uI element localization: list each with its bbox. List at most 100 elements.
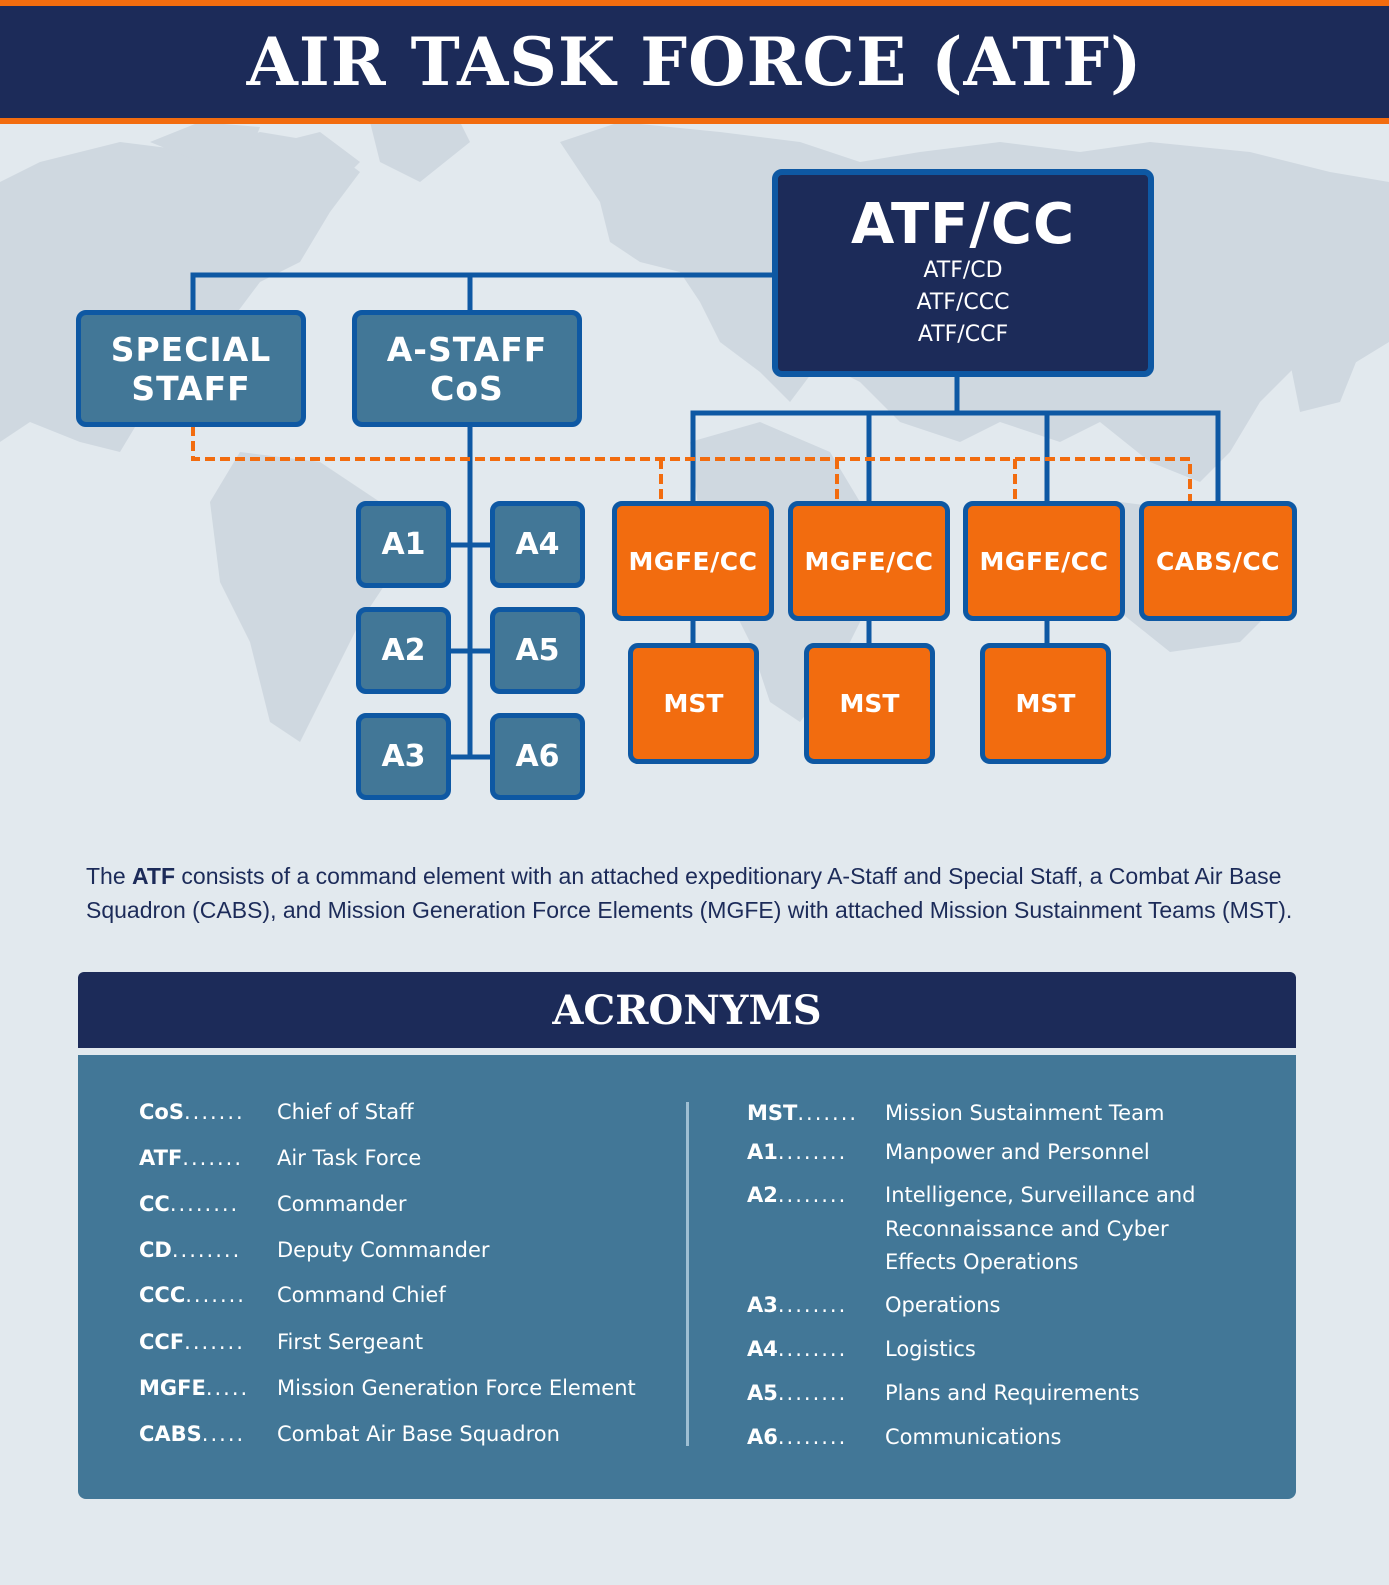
acronym-term: CCC: [139, 1283, 186, 1307]
acronym-definition: Combat Air Base Squadron: [277, 1422, 560, 1446]
mst-label: MST: [663, 689, 724, 718]
a3-box: A3: [356, 713, 451, 800]
acronym-row: A3........Operations: [747, 1289, 1000, 1322]
special-staff-box: SPECIAL STAFF: [76, 310, 306, 427]
acronyms-title: ACRONYMS: [552, 986, 822, 1034]
a-staff-box: A-STAFF CoS: [352, 310, 582, 427]
special-staff-line1: SPECIAL: [110, 329, 272, 369]
acronym-row: A5........ Plans and Requirements: [747, 1377, 1139, 1410]
acronym-definition: Logistics: [885, 1337, 976, 1361]
acronym-term: A6: [747, 1425, 778, 1449]
acronym-definition: Mission Generation Force Element: [277, 1376, 636, 1400]
acronym-term: CD: [139, 1238, 172, 1262]
commander-sub-cd: ATF/CD: [923, 258, 1003, 283]
acronym-row: CC........ Commander: [139, 1188, 407, 1221]
a-staff-line2: CoS: [430, 368, 504, 408]
a4-label: A4: [515, 527, 560, 562]
summary-text: consists of a command element with an at…: [86, 863, 1293, 923]
cabs-cc-box: CABS/CC: [1139, 501, 1297, 621]
acronym-term: CCF: [139, 1330, 185, 1354]
acronym-definition: Deputy Commander: [277, 1238, 490, 1262]
acronym-definition: Air Task Force: [277, 1146, 422, 1170]
acronym-dots: ........: [171, 1238, 242, 1262]
acronym-row: CCF....... First Sergeant: [139, 1326, 423, 1359]
acronym-dots: ........: [777, 1381, 848, 1405]
acronym-definition: Mission Sustainment Team: [885, 1101, 1165, 1125]
acronym-dots: ........: [777, 1337, 848, 1361]
a2-label: A2: [381, 633, 426, 668]
acronym-term: A1: [747, 1140, 778, 1164]
acronym-row: ATF....... Air Task Force: [139, 1142, 421, 1175]
acronym-dots: .......: [185, 1283, 246, 1307]
acronym-dots: ........: [777, 1183, 848, 1207]
acronym-row-continued: Reconnaissance and Cyber: [885, 1213, 1169, 1246]
acronym-row: A4........ Logistics: [747, 1333, 976, 1366]
page-header: AIR TASK FORCE (ATF): [0, 6, 1389, 124]
acronym-term: A5: [747, 1381, 778, 1405]
a1-label: A1: [381, 527, 426, 562]
mst-box-2: MST: [804, 643, 935, 764]
acronym-term: MST: [747, 1101, 798, 1125]
acronym-row: MGFE ..... Mission Generation Force Eleme…: [139, 1372, 636, 1405]
org-connectors: [190, 272, 1221, 760]
acronym-definition: Communications: [885, 1425, 1062, 1449]
acronyms-header: ACRONYMS: [78, 972, 1296, 1048]
atf-summary: The ATF consists of a command element wi…: [86, 859, 1306, 927]
a-staff-line1: A-STAFF: [386, 329, 548, 369]
acronym-row-continued: Effects Operations: [885, 1246, 1079, 1279]
mgfe-label: MGFE/CC: [628, 546, 758, 576]
acronym-row: A6........ Communications: [747, 1421, 1061, 1454]
acronym-definition: Command Chief: [277, 1283, 446, 1307]
atf-commander-box: ATF/CC ATF/CD ATF/CCC ATF/CCF: [772, 169, 1154, 377]
acronym-dots: .....: [205, 1376, 250, 1400]
acronym-dots: ........: [777, 1425, 848, 1449]
acronym-dots: .......: [183, 1100, 245, 1124]
mgfe-cc-box-2: MGFE/CC: [788, 501, 950, 621]
mst-box-3: MST: [980, 643, 1111, 764]
acronym-dots: ........: [777, 1293, 848, 1317]
acronym-definition: Intelligence, Surveillance and: [885, 1183, 1196, 1207]
acronym-term: ATF: [139, 1146, 183, 1170]
acronym-dots: .......: [184, 1330, 245, 1354]
acronym-definition: Effects Operations: [885, 1250, 1079, 1274]
acronym-row: CoS.......Chief of Staff: [139, 1096, 414, 1129]
acronym-dots: .....: [201, 1422, 246, 1446]
acronym-dots: .......: [797, 1101, 859, 1125]
commander-sub-ccc: ATF/CCC: [916, 290, 1010, 315]
acronym-row: MST....... Mission Sustainment Team: [747, 1097, 1164, 1130]
acronym-term: CABS: [139, 1422, 202, 1446]
acronym-definition: Operations: [885, 1293, 1001, 1317]
acronyms-divider: [686, 1102, 689, 1446]
acronym-definition: Chief of Staff: [277, 1100, 414, 1124]
acronym-row: CD........ Deputy Commander: [139, 1234, 490, 1267]
acronym-definition: First Sergeant: [277, 1330, 424, 1354]
a5-box: A5: [490, 607, 585, 694]
commander-sub-ccf: ATF/CCF: [917, 322, 1009, 347]
commander-title: ATF/CC: [850, 192, 1076, 257]
a2-box: A2: [356, 607, 451, 694]
a1-box: A1: [356, 501, 451, 588]
acronym-dots: ........: [777, 1140, 848, 1164]
mst-label: MST: [1015, 689, 1076, 718]
mst-box-1: MST: [628, 643, 759, 764]
acronym-term: CC: [139, 1192, 170, 1216]
acronym-definition: Commander: [277, 1192, 407, 1216]
acronym-row: A1 ........Manpower and Personnel: [747, 1136, 1150, 1169]
acronym-row: A2........ Intelligence, Surveillance and: [747, 1179, 1196, 1212]
mgfe-cc-box-3: MGFE/CC: [963, 501, 1125, 621]
a6-label: A6: [515, 739, 560, 774]
mgfe-cc-box-1: MGFE/CC: [612, 501, 774, 621]
acronym-term: MGFE: [139, 1376, 206, 1400]
acronym-term: A4: [747, 1337, 778, 1361]
acronym-definition: Reconnaissance and Cyber: [885, 1217, 1169, 1241]
acronym-row: CCC....... Command Chief: [139, 1279, 446, 1312]
summary-bold-term: ATF: [132, 863, 176, 889]
acronym-term: A2: [747, 1183, 778, 1207]
a6-box: A6: [490, 713, 585, 800]
special-staff-line2: STAFF: [131, 368, 251, 408]
summary-prefix: The: [86, 863, 133, 889]
cabs-label: CABS/CC: [1155, 546, 1281, 576]
acronym-dots: ........: [169, 1192, 240, 1216]
acronym-definition: Plans and Requirements: [885, 1381, 1140, 1405]
acronym-dots: .......: [182, 1146, 244, 1170]
